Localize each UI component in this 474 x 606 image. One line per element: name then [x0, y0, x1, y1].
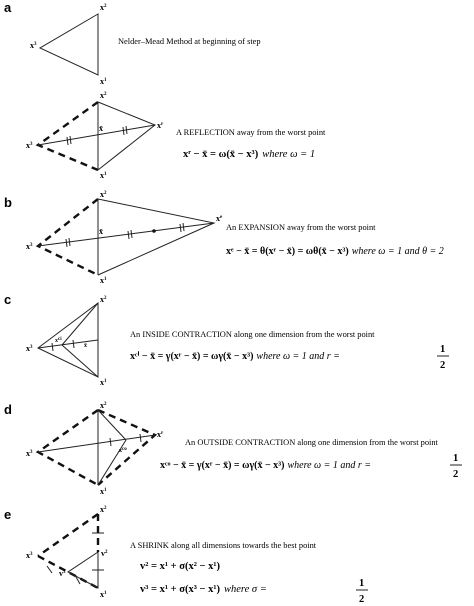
panel-label-e: e	[4, 507, 11, 522]
panel-e: e x2 x3 x1 v2 v3 A SHRINK along all dime…	[4, 505, 368, 605]
caption-outside-contraction: An OUTSIDE CONTRACTION along one dimensi…	[185, 438, 439, 447]
panel-a: a x2 x3 x1 Nelder–Mead Method at beginni…	[4, 0, 261, 86]
equation-expansion: xᵉ − x̄ = θ(xʳ − x̄) = ωθ(x̄ − x³)where …	[226, 246, 444, 257]
contracted-edge-top	[97, 409, 127, 441]
point-xci: xci	[55, 337, 62, 344]
vertex-x2: x2	[100, 295, 107, 304]
expanded-triangle	[97, 198, 216, 276]
point-xbar: x̄	[99, 124, 103, 133]
vertex-x3: x3	[26, 449, 33, 458]
point-v2: v2	[101, 549, 108, 558]
equation-shrink-v2: v² = x¹ + σ(x² − x¹)	[140, 561, 220, 572]
point-v3: v3	[59, 569, 66, 578]
reflected-triangle	[97, 101, 156, 171]
reflection-line	[37, 124, 156, 146]
point-xr: xr	[157, 121, 164, 130]
vertex-x2: x2	[100, 401, 107, 410]
equation-inside-contraction: xᶜⁱ − x̄ = γ(xʳ − x̄) = ωγ(x̄ − x³)where…	[130, 350, 340, 362]
equation-reflection: xʳ − x̄ = ω(x̄ − x³)where ω = 1	[183, 149, 315, 160]
vertex-x3: x3	[26, 344, 33, 353]
panel-d: d x2 x3 x1 xr xco An OUTSIDE CONTRACTION…	[4, 401, 462, 496]
fraction-denominator: 2	[440, 360, 445, 371]
equation-shrink-v3: v³ = x¹ + σ(x³ − x¹)where σ =	[140, 584, 267, 595]
vertex-x3: x3	[26, 242, 33, 251]
contraction-line	[37, 339, 99, 349]
equation-outside-contraction: xᶜᵒ − x̄ = γ(xʳ − x̄) = ωγ(x̄ − x³)where…	[160, 460, 371, 471]
panel-reflection: x2 x3 x1 xr x̄ A REFLECTION away from th…	[26, 91, 326, 180]
vertex-x3: x3	[26, 551, 33, 560]
panel-label-a: a	[4, 0, 12, 15]
expansion-line	[37, 222, 215, 247]
vertex-x3: x3	[30, 41, 37, 50]
contracted-edge-bottom	[97, 439, 127, 486]
caption-shrink: A SHRINK along all dimensions towards th…	[130, 541, 317, 550]
caption-expansion: An EXPANSION away from the worst point	[226, 223, 376, 232]
panel-label-c: c	[4, 292, 11, 307]
vertex-x2: x2	[100, 505, 107, 514]
vertex-x3: x3	[26, 141, 33, 150]
caption-inside-contraction: An INSIDE CONTRACTION along one dimensio…	[130, 330, 375, 339]
fraction-numerator: 1	[440, 344, 445, 355]
contraction-line	[37, 434, 156, 453]
contracted-edge-bottom	[61, 344, 99, 378]
panel-c: c x2 x3 x1 xci x̄ An INSIDE CONTRACTION …	[4, 292, 449, 387]
fraction-denominator: 2	[359, 594, 364, 605]
dashed-top-edge	[37, 513, 99, 557]
caption-a: Nelder–Mead Method at beginning of step	[118, 37, 261, 46]
reflection-point-marker	[152, 229, 156, 233]
vertex-x2: x2	[100, 190, 107, 199]
dashed-worst-edges	[35, 198, 99, 277]
fraction-numerator: 1	[359, 578, 364, 589]
panel-label-d: d	[4, 402, 12, 417]
caption-reflection: A REFLECTION away from the worst point	[176, 128, 326, 137]
vertex-x2: x2	[100, 3, 107, 12]
vertex-x1: x1	[100, 77, 107, 86]
simplex-triangle	[38, 13, 99, 76]
point-xe: xe	[216, 214, 223, 223]
vertex-x1: x1	[100, 590, 107, 599]
point-xco: xco	[119, 447, 127, 454]
point-xbar: x̄	[84, 343, 87, 349]
vertex-x2: x2	[100, 91, 107, 100]
fraction-denominator: 2	[453, 469, 458, 480]
vertex-x1: x1	[100, 378, 107, 387]
point-xr: xr	[157, 430, 164, 439]
vertex-x1: x1	[100, 276, 107, 285]
panel-label-b: b	[4, 195, 12, 210]
panel-b: b x2 x3 x1 xe x̄ An EXPANSION away from …	[4, 190, 444, 285]
point-xbar: x̄	[99, 227, 103, 236]
contracted-edge-top	[61, 302, 99, 346]
vertex-x1: x1	[100, 487, 107, 496]
vertex-x1: x1	[100, 171, 107, 180]
fraction-numerator: 1	[453, 453, 458, 464]
